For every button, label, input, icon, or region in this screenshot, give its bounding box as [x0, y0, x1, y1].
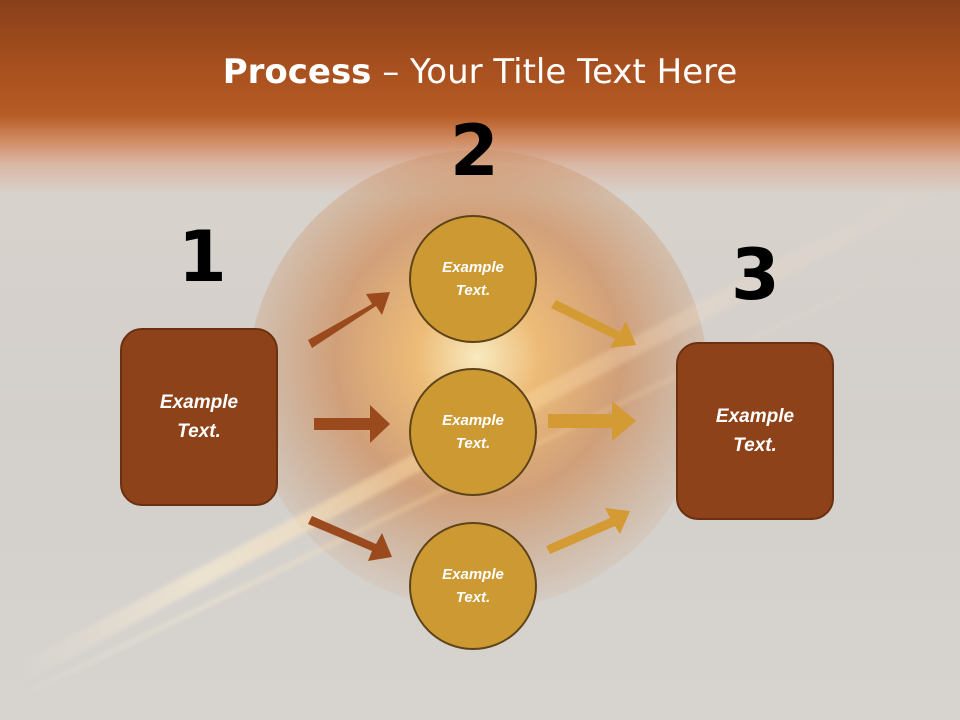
- step-number-3: 3: [731, 234, 780, 316]
- arrow-right-right: [548, 401, 636, 441]
- arrow-down-right-right: [551, 300, 636, 348]
- circle-middle[interactable]: Example Text.: [409, 368, 537, 496]
- end-box[interactable]: Example Text.: [676, 342, 834, 520]
- step-number-1: 1: [178, 216, 227, 298]
- arrow-up-right-right: [546, 508, 630, 554]
- end-box-line1: Example: [715, 406, 795, 427]
- circle-bottom[interactable]: Example Text.: [409, 522, 537, 650]
- start-box[interactable]: Example Text.: [120, 328, 278, 506]
- start-box-line2: Text.: [177, 421, 221, 442]
- circle-top-line1: Example: [442, 259, 504, 276]
- title-rest: – Your Title Text Here: [371, 52, 738, 92]
- circle-bottom-line1: Example: [442, 566, 504, 583]
- arrow-up-right-left: [308, 292, 390, 348]
- circle-top-line2: Text.: [455, 282, 491, 299]
- step-number-2: 2: [450, 110, 499, 192]
- start-box-line1: Example: [159, 392, 239, 413]
- circle-top[interactable]: Example Text.: [409, 215, 537, 343]
- end-box-line2: Text.: [733, 435, 777, 456]
- circle-middle-line2: Text.: [455, 435, 491, 452]
- circle-middle-line1: Example: [442, 412, 504, 429]
- title-bold: Process: [222, 52, 372, 92]
- arrow-down-right-left: [308, 516, 392, 561]
- arrow-right-left: [314, 405, 390, 443]
- circle-bottom-line2: Text.: [455, 589, 491, 606]
- slide-title: Process – Your Title Text Here: [0, 52, 960, 92]
